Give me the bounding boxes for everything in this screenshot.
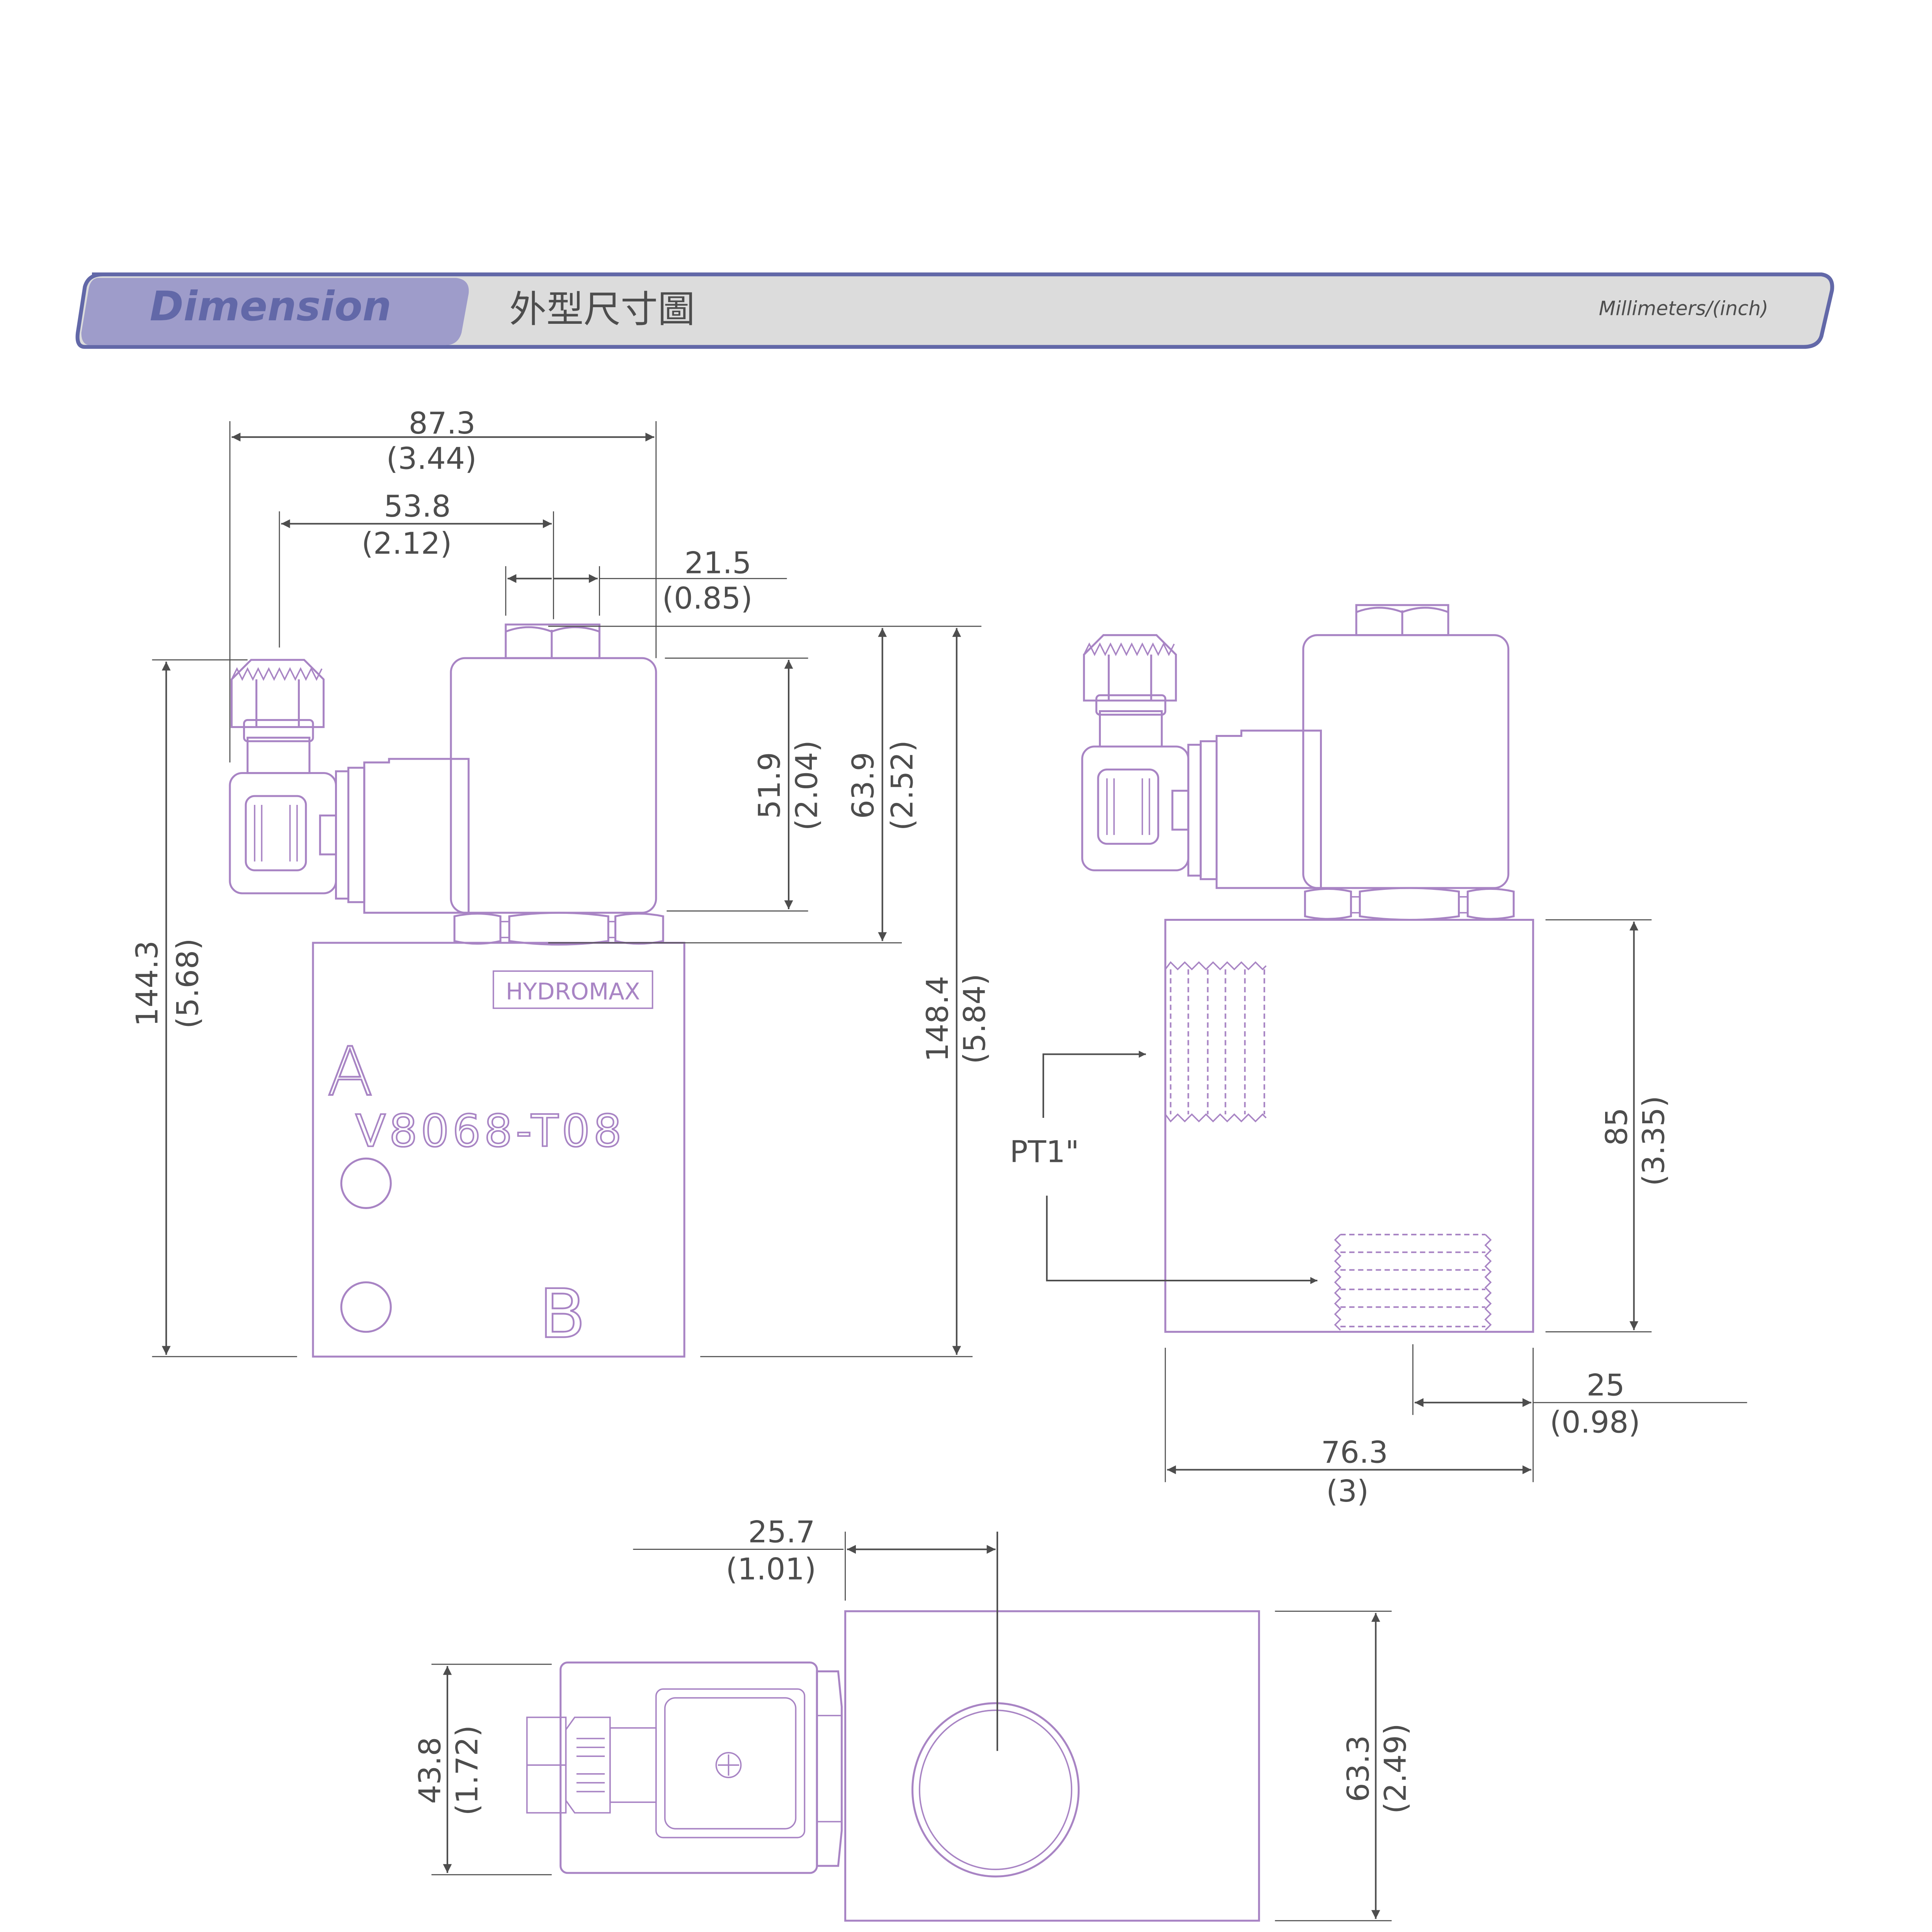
- svg-text:51.9: 51.9: [752, 752, 787, 819]
- header-bar: Dimension 外型尺寸圖 Millimeters/(inch): [75, 272, 1834, 349]
- svg-text:21.5: 21.5: [684, 546, 751, 581]
- dim-connector-width: 43.8 (1.72): [413, 1663, 552, 1876]
- side-view: PT1" 85 (3.35) 25 (0.98) 76.3 (3): [1010, 604, 1747, 1509]
- svg-text:(1.01): (1.01): [726, 1552, 816, 1587]
- top-view: 25.7 (1.01) 43.8 (1.72) 63.3 (2.49): [413, 1515, 1413, 1922]
- cable-gland: [1083, 634, 1177, 702]
- svg-text:(0.85): (0.85): [662, 581, 753, 616]
- cable-gland: [565, 1716, 611, 1814]
- dim-body-depth: 76.3 (3): [1165, 1347, 1532, 1509]
- valve-body: [844, 1610, 1260, 1922]
- dim-body-height: 85 (3.35): [1545, 919, 1671, 1333]
- dim-port-offset: 25 (0.98): [1412, 1344, 1747, 1482]
- svg-text:144.3: 144.3: [130, 940, 165, 1027]
- port-a-label: A: [327, 1033, 373, 1111]
- brand-label-box: [492, 970, 653, 1009]
- coil-outer-circle: [911, 1702, 1080, 1878]
- dim-nut-width: 21.5 (0.85): [505, 546, 787, 616]
- header-tab: [81, 278, 469, 345]
- header-background: [75, 272, 1834, 349]
- cable-gland: [230, 659, 325, 728]
- port-b-label: B: [539, 1276, 585, 1354]
- svg-text:85: 85: [1599, 1107, 1634, 1146]
- svg-text:43.8: 43.8: [413, 1737, 448, 1804]
- svg-text:(3.35): (3.35): [1636, 1096, 1671, 1186]
- coil: [450, 657, 657, 914]
- svg-text:(2.52): (2.52): [885, 740, 920, 831]
- lower-port-thread: [1334, 1234, 1492, 1331]
- dim-connector-offset: 53.8 (2.12): [279, 489, 554, 648]
- svg-text:(5.68): (5.68): [171, 938, 206, 1029]
- port-thread-callout: PT1": [1010, 1051, 1318, 1284]
- dim-overall-width: 87.3 (3.44): [229, 406, 657, 763]
- svg-text:25: 25: [1587, 1368, 1625, 1403]
- valve-body: [1164, 918, 1534, 1333]
- svg-text:(3.44): (3.44): [386, 442, 477, 476]
- svg-text:76.3: 76.3: [1321, 1435, 1388, 1470]
- upper-port-thread: [1165, 961, 1267, 1122]
- dim-top-height: 63.9 (2.52): [548, 626, 981, 944]
- header-title: Dimension: [150, 282, 391, 330]
- svg-text:(2.04): (2.04): [789, 740, 824, 831]
- connector-housing: [363, 758, 470, 914]
- model-label: V8068-T08: [355, 1105, 625, 1156]
- port-thread-label: PT1": [1010, 1134, 1079, 1169]
- svg-text:63.3: 63.3: [1341, 1735, 1376, 1802]
- svg-text:(2.49): (2.49): [1378, 1723, 1413, 1814]
- connector-plug: [560, 1662, 818, 1874]
- svg-text:53.8: 53.8: [384, 489, 451, 524]
- port-circle-1: [340, 1157, 392, 1209]
- svg-text:148.4: 148.4: [920, 976, 955, 1062]
- valve-body: [312, 942, 685, 1358]
- svg-text:(0.98): (0.98): [1550, 1405, 1640, 1440]
- dim-body-width: 63.3 (2.49): [1275, 1611, 1413, 1922]
- dim-left-height: 144.3 (5.68): [130, 659, 297, 1357]
- brand-label: HYDROMAX: [506, 978, 640, 1005]
- svg-text:87.3: 87.3: [408, 406, 475, 441]
- svg-text:63.9: 63.9: [846, 752, 881, 819]
- dim-overall-height: 148.4 (5.84): [700, 628, 992, 1357]
- svg-text:(1.72): (1.72): [450, 1725, 485, 1816]
- port-circle-2: [340, 1281, 392, 1333]
- front-view: HYDROMAX A V8068-T08 B 87.3 (3.44) 53.8 …: [130, 406, 992, 1358]
- svg-text:(3): (3): [1326, 1474, 1369, 1509]
- coil: [1302, 634, 1510, 889]
- dim-center-offset: 25.7 (1.01): [633, 1515, 996, 1601]
- header-subtitle-cn: 外型尺寸圖: [509, 288, 695, 331]
- svg-text:(2.12): (2.12): [362, 526, 452, 561]
- header-units: Millimeters/(inch): [1599, 297, 1769, 320]
- dim-coil-height: 51.9 (2.04): [665, 657, 824, 912]
- screw-icon: [715, 1752, 742, 1778]
- svg-text:25.7: 25.7: [748, 1515, 815, 1549]
- connector-housing: [1216, 730, 1322, 889]
- svg-text:(5.84): (5.84): [957, 974, 992, 1064]
